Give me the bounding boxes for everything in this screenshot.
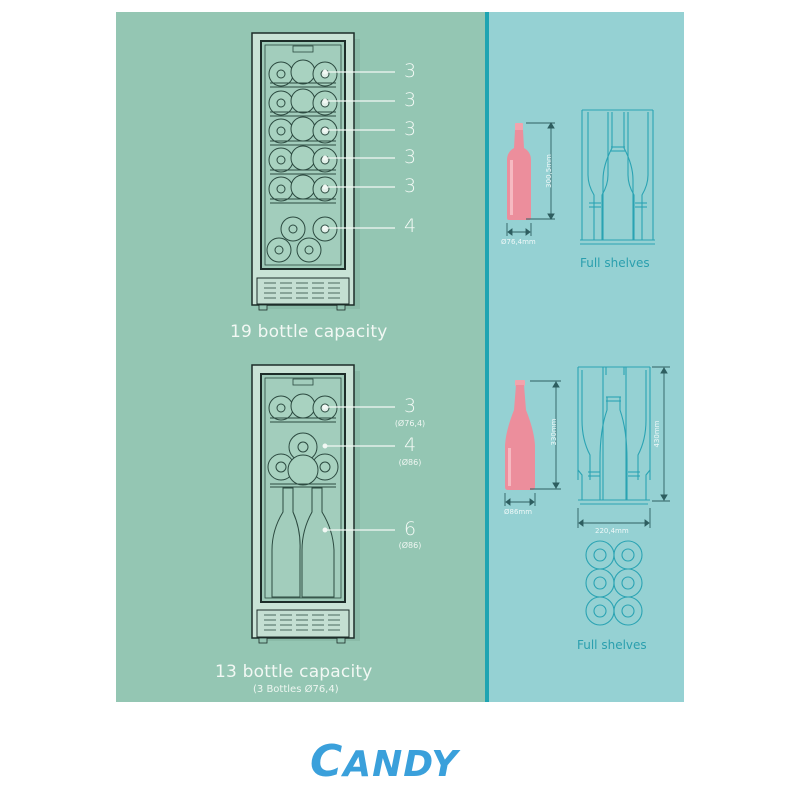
shelf-count-bottom-2: 4 bbox=[403, 434, 417, 456]
shelf-count-bottom-3: 6 bbox=[403, 518, 417, 540]
capacity-subtitle-13: (3 Bottles Ø76,4) bbox=[253, 684, 339, 695]
shelf-diameter-bottom-1: (Ø76,4) bbox=[394, 419, 426, 428]
shelf-count-top-3: 3 bbox=[403, 118, 417, 140]
shelf-count-top-1: 3 bbox=[403, 60, 417, 82]
shelf-count-top-5: 3 bbox=[403, 175, 417, 197]
shelf-diameter-bottom-3: (Ø86) bbox=[398, 541, 422, 550]
shelf-count-top-6: 4 bbox=[403, 215, 417, 237]
bottle-bottom-height-label: 330mm bbox=[550, 418, 558, 446]
bottle-bottom-diameter-label: Ø86mm bbox=[504, 508, 533, 516]
rack-height-label: 430mm bbox=[653, 420, 661, 448]
full-shelf-rack-bottom bbox=[577, 366, 651, 505]
bottle-rings-top-view bbox=[585, 540, 643, 626]
capacity-title-13: 13 bottle capacity bbox=[215, 662, 373, 682]
shelf-diameter-bottom-2: (Ø86) bbox=[398, 458, 422, 467]
rack-width-label: 220,4mm bbox=[595, 527, 629, 535]
shelf-count-bottom-1: 3 bbox=[403, 395, 417, 417]
full-shelves-label-top: Full shelves bbox=[580, 256, 650, 270]
bottle-top-diameter-label: Ø76,4mm bbox=[501, 238, 536, 246]
candy-logo: CANDY bbox=[310, 736, 459, 787]
capacity-title-19: 19 bottle capacity bbox=[230, 322, 388, 342]
shelf-count-top-4: 3 bbox=[403, 146, 417, 168]
bottle-top-icon bbox=[507, 123, 531, 220]
full-shelves-label-bottom: Full shelves bbox=[577, 638, 647, 652]
panel-divider bbox=[485, 12, 489, 702]
full-shelf-rack-top bbox=[580, 109, 655, 245]
bottle-top-height-label: 300,5mm bbox=[545, 154, 553, 188]
bottle-bottom-icon bbox=[505, 380, 535, 490]
shelf-count-top-2: 3 bbox=[403, 89, 417, 111]
